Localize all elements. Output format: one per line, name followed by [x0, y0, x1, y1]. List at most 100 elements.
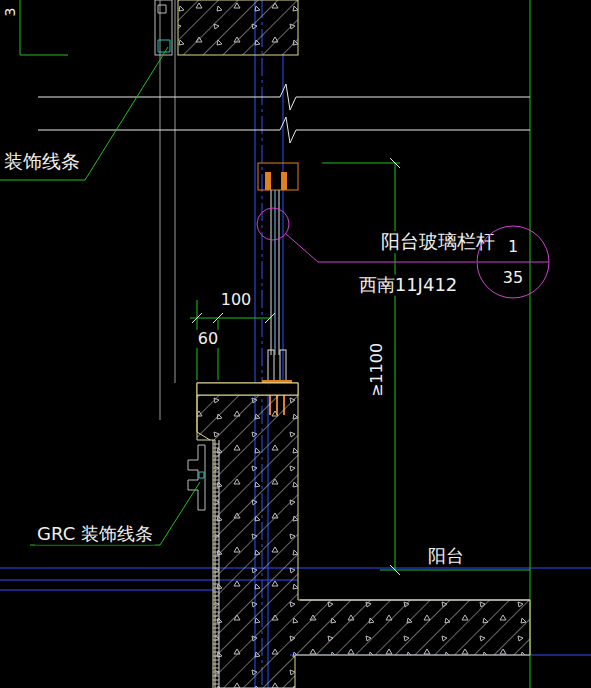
finish-strip-part [213, 680, 219, 681]
finish-strip-part [213, 456, 219, 457]
height-dimension: ≥1100 [368, 341, 386, 399]
leader-lines-part [0, 47, 168, 180]
upper-slab-part [155, 0, 172, 55]
finish-strip-part [213, 676, 219, 677]
finish-strip-part [213, 620, 219, 621]
finish-strip-part [213, 448, 219, 449]
cut-dimension: 3 [2, 6, 18, 19]
dimensions-part [192, 313, 202, 323]
grid-lines-part [530, 0, 531, 688]
finish-strip-part [213, 540, 219, 541]
dimension-text: 100 [219, 291, 254, 309]
callout-divider [477, 262, 549, 263]
dimensions-part [380, 570, 530, 571]
finish-strip-part [213, 604, 219, 605]
finish-strip-part [213, 656, 219, 657]
finish-strip-part [213, 444, 219, 445]
finish-strip-part [213, 484, 219, 485]
break-lines-part [38, 84, 530, 110]
finish-strip-part [213, 644, 219, 645]
finish-strip-part [213, 572, 219, 573]
finish-strip-part [213, 480, 219, 481]
finish-strip-part [213, 596, 219, 597]
leader-lines-part [257, 208, 289, 240]
detail-callout-circle: 1 35 [476, 225, 550, 299]
upper-slab-part [178, 0, 298, 55]
finish-strip-part [213, 664, 219, 665]
space-label: 阳台 [426, 546, 466, 567]
finish-strip-part [213, 660, 219, 661]
finish-strip-part [213, 624, 219, 625]
grc-moulding-part [188, 445, 205, 510]
dimensions-part [395, 163, 396, 570]
grid-lines-part [0, 590, 215, 591]
note-label: GRC 装饰线条 [35, 524, 155, 545]
finish-strip-part [213, 500, 219, 501]
finish-strip-part [213, 584, 219, 585]
finish-strip-part [213, 504, 219, 505]
grid-lines-part [283, 55, 284, 383]
break-lines-part [38, 117, 530, 143]
finish-strip-part [213, 508, 219, 509]
finish-strip-part [213, 516, 219, 517]
detail-number: 1 [476, 239, 550, 255]
dimensions-part [390, 158, 400, 168]
glass-railing-part [258, 163, 298, 190]
break-lines [38, 84, 530, 143]
parapet-and-slab-part [197, 383, 530, 688]
finish-strip-part [213, 592, 219, 593]
leader-lines-part [30, 482, 200, 545]
glass-railing-part [268, 350, 274, 383]
finish-strip-part [213, 672, 219, 673]
finish-strip-part [213, 460, 219, 461]
finish-strip-part [213, 560, 219, 561]
finish-strip-part [213, 652, 219, 653]
finish-strip [213, 444, 219, 684]
finish-strip-part [213, 600, 219, 601]
glass-railing-part [275, 190, 276, 355]
finish-strip-part [213, 464, 219, 465]
finish-strip-part [213, 452, 219, 453]
finish-strip-part [213, 568, 219, 569]
glass-railing-part [280, 350, 286, 383]
finish-strip-part [213, 512, 219, 513]
finish-strip-part [213, 640, 219, 641]
parapet-and-slab-part [197, 383, 298, 395]
upper-slab-part [158, 40, 170, 52]
finish-strip-part [213, 548, 219, 549]
finish-strip-part [213, 544, 219, 545]
finish-strip-part [213, 536, 219, 537]
finish-strip-part [213, 576, 219, 577]
upper-slab-part [158, 5, 166, 13]
finish-strip-part [213, 552, 219, 553]
finish-strip-part [213, 476, 219, 477]
finish-strip-part [213, 556, 219, 557]
finish-strip-part [213, 636, 219, 637]
finish-strip-part [213, 632, 219, 633]
finish-strip-part [213, 528, 219, 529]
callout-ring [477, 226, 549, 298]
glass-railing-part [271, 190, 272, 355]
dimensions-part [20, 55, 68, 56]
finish-strip-part [213, 668, 219, 669]
glass-railing [258, 163, 298, 415]
glass-railing-part [265, 172, 271, 190]
dimensions-part [213, 313, 223, 323]
finish-strip-part [213, 612, 219, 613]
finish-strip-part [213, 488, 219, 489]
finish-strip-part [213, 468, 219, 469]
grid-lines-part [160, 0, 161, 420]
finish-strip-part [213, 492, 219, 493]
finish-strip-part [213, 564, 219, 565]
dimensions-part [20, 0, 21, 55]
finish-strip-part [213, 608, 219, 609]
leader-lines [0, 47, 476, 545]
sheet-number: 35 [476, 270, 550, 286]
finish-strip-part [213, 496, 219, 497]
grid-lines-part [175, 0, 176, 383]
grc-moulding-part [199, 472, 204, 478]
finish-strip-part [213, 524, 219, 525]
parapet-and-slab-part [197, 395, 210, 440]
